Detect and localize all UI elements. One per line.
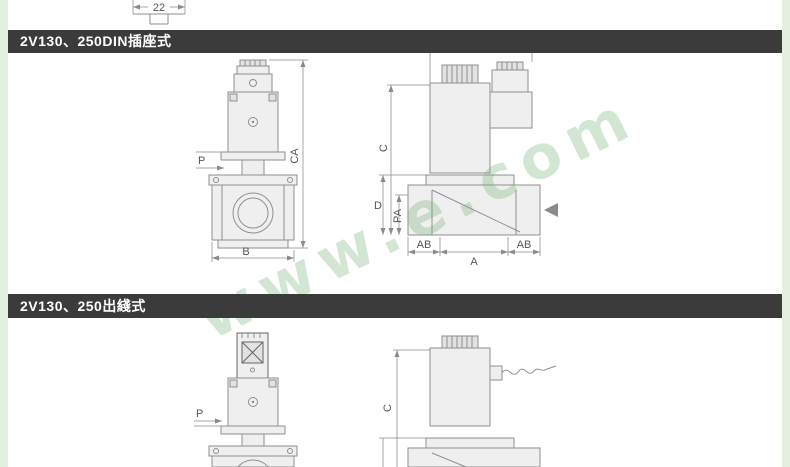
top-partial-dimension-drawing: 22 bbox=[132, 0, 186, 25]
dimension-p: P bbox=[196, 151, 224, 171]
dim-label-a: A bbox=[470, 256, 478, 268]
dim-label-c: C bbox=[382, 404, 394, 412]
valve-side-view-din: AC bbox=[374, 40, 558, 268]
section-header-din: 2V130、250DIN插座式 bbox=[8, 30, 782, 53]
dimension-c: C bbox=[382, 349, 430, 467]
dim-label-p: P bbox=[196, 408, 203, 420]
valve-body-side bbox=[407, 174, 541, 236]
solenoid-coil-side bbox=[429, 335, 491, 427]
dimension-22: 22 bbox=[132, 0, 186, 25]
top-partial-strip bbox=[8, 0, 782, 30]
section-title: 2V130、250DIN插座式 bbox=[20, 33, 172, 49]
valve-body bbox=[208, 151, 298, 249]
flow-arrow-icon bbox=[544, 203, 558, 217]
valve-side-view-leadwire: C bbox=[379, 335, 557, 467]
solenoid-coil bbox=[227, 377, 279, 427]
terminal-box bbox=[236, 332, 269, 379]
section-header-leadwire: 2V130、250出綫式 bbox=[8, 294, 782, 318]
valve-front-view-leadwire: P bbox=[194, 332, 298, 467]
section-body-din bbox=[8, 53, 782, 294]
valve-front-view-din: P CA B bbox=[196, 59, 308, 262]
din-plug-side bbox=[489, 61, 533, 129]
valve-body bbox=[208, 425, 298, 467]
dimension-p: P bbox=[194, 408, 222, 427]
dim-label-c: C bbox=[378, 144, 390, 152]
section-title: 2V130、250出綫式 bbox=[20, 298, 146, 314]
dimension-ca: CA bbox=[269, 59, 308, 249]
dim-label-ab-right: AB bbox=[517, 239, 532, 251]
dim-label-b: B bbox=[242, 246, 249, 258]
dim-label-d: D bbox=[374, 200, 382, 212]
dimension-ab-a-ab: AB A AB bbox=[407, 237, 541, 268]
dim-label-p: P bbox=[198, 155, 205, 167]
dim-label-pa: PA bbox=[392, 208, 404, 223]
dim-label-22: 22 bbox=[153, 2, 165, 14]
din-connector bbox=[233, 59, 273, 93]
solenoid-coil-side bbox=[429, 64, 491, 174]
valve-body-side bbox=[379, 437, 541, 467]
dimension-c: C bbox=[378, 84, 430, 235]
lead-wire bbox=[489, 365, 557, 381]
dimension-d: D bbox=[374, 174, 426, 235]
dim-label-ab-left: AB bbox=[417, 239, 432, 251]
dim-label-ca: CA bbox=[289, 148, 301, 164]
dimension-pa: PA bbox=[392, 194, 408, 235]
section-body-leadwire bbox=[8, 318, 782, 467]
dimension-b: B bbox=[211, 242, 295, 262]
solenoid-coil bbox=[227, 91, 279, 153]
